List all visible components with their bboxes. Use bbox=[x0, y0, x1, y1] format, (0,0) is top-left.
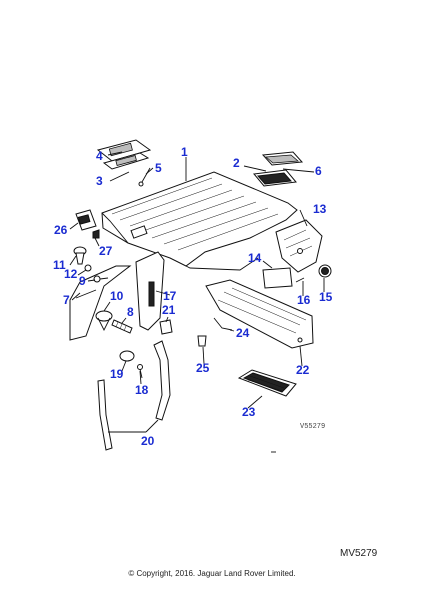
callout-5: 5 bbox=[155, 161, 162, 175]
fastener-10 bbox=[95, 310, 113, 332]
callout-18: 18 bbox=[135, 383, 149, 397]
callout-25: 25 bbox=[196, 361, 210, 375]
callout-10: 10 bbox=[110, 289, 124, 303]
callouts: 1 2 3 4 5 6 7 8 9 10 11 12 13 14 15 16 1… bbox=[53, 145, 333, 448]
screw-16 bbox=[295, 277, 305, 283]
pillar-trim-left bbox=[69, 265, 132, 341]
callout-23: 23 bbox=[242, 405, 256, 419]
vent-grille bbox=[237, 369, 297, 397]
inner-code: V55279 bbox=[300, 423, 325, 431]
screw-18 bbox=[137, 364, 143, 379]
clip-25 bbox=[197, 335, 207, 347]
callout-16: 16 bbox=[297, 293, 311, 307]
clip-9 bbox=[93, 275, 109, 283]
drawing-reference: MV5279 bbox=[340, 548, 378, 559]
callout-8: 8 bbox=[127, 305, 134, 319]
clip-11 bbox=[73, 246, 87, 265]
callout-19: 19 bbox=[110, 367, 124, 381]
clip-21 bbox=[159, 319, 173, 335]
callout-26: 26 bbox=[54, 223, 68, 237]
callout-27: 27 bbox=[99, 244, 113, 258]
screw-5 bbox=[138, 167, 151, 187]
pillar-trim-17 bbox=[135, 251, 165, 331]
callout-9: 9 bbox=[79, 274, 86, 288]
leader-lines bbox=[69, 151, 325, 433]
callout-20: 20 bbox=[141, 434, 155, 448]
rear-trim-panel bbox=[275, 219, 323, 273]
callout-12: 12 bbox=[64, 267, 78, 281]
callout-6: 6 bbox=[315, 164, 322, 178]
callout-15: 15 bbox=[319, 290, 333, 304]
cap-15 bbox=[318, 264, 332, 278]
callout-4: 4 bbox=[96, 149, 103, 163]
callout-7: 7 bbox=[63, 293, 70, 307]
courtesy-lamp-lenses bbox=[253, 151, 304, 187]
callout-24: 24 bbox=[236, 326, 250, 340]
rear-shelf-trim bbox=[205, 279, 314, 349]
fastener-8 bbox=[111, 319, 133, 334]
door-seals bbox=[97, 340, 171, 451]
clip-19 bbox=[119, 350, 135, 362]
clip-26 bbox=[75, 209, 97, 231]
washer-12 bbox=[84, 264, 92, 272]
callout-17: 17 bbox=[163, 289, 177, 303]
copyright-notice: © Copyright, 2016. Jaguar Land Rover Lim… bbox=[128, 569, 296, 578]
callout-1: 1 bbox=[181, 145, 188, 159]
headlining-panel bbox=[101, 171, 298, 271]
callout-13: 13 bbox=[313, 202, 327, 216]
callout-2: 2 bbox=[233, 156, 240, 170]
vanity-mirror-assembly bbox=[96, 139, 152, 170]
label-14 bbox=[262, 267, 293, 289]
clip-27 bbox=[92, 229, 100, 239]
callout-11: 11 bbox=[53, 258, 66, 272]
callout-3: 3 bbox=[96, 174, 103, 188]
cable-24 bbox=[213, 317, 233, 331]
callout-22: 22 bbox=[296, 363, 310, 377]
callout-14: 14 bbox=[248, 251, 262, 265]
callout-21: 21 bbox=[162, 303, 176, 317]
